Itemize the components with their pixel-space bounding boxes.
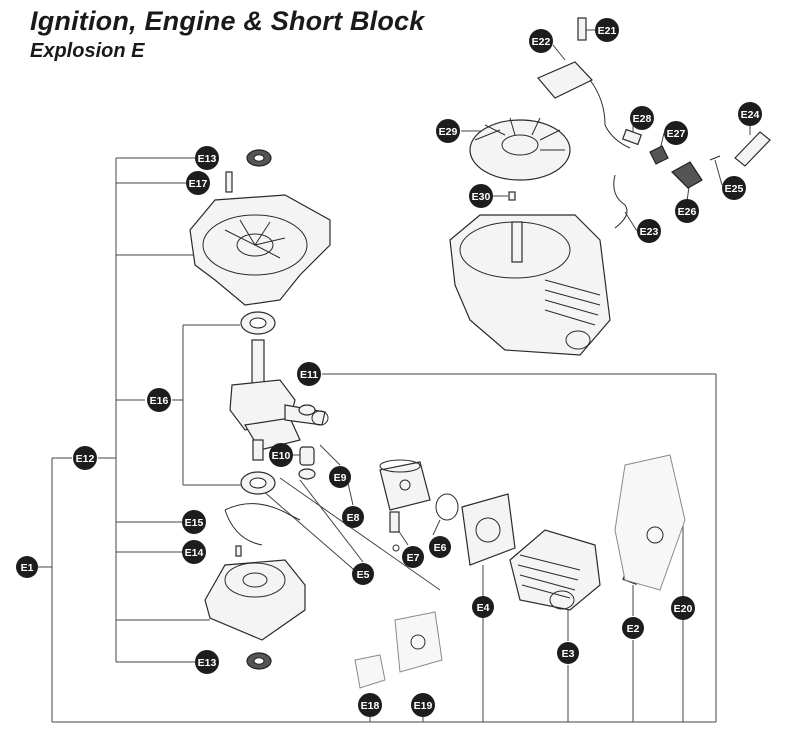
flywheel-key xyxy=(508,191,516,201)
callout-E19: E19 xyxy=(411,693,435,717)
thrust-washers xyxy=(298,404,316,480)
callout-E13-top: E13 xyxy=(195,146,219,170)
svg-text:E24: E24 xyxy=(741,109,760,121)
callout-E7: E7 xyxy=(402,546,424,568)
spark-plug-spring xyxy=(622,128,642,146)
callout-E21: E21 xyxy=(595,18,619,42)
svg-text:E22: E22 xyxy=(532,36,551,48)
callout-E20: E20 xyxy=(671,596,695,620)
heat-shield xyxy=(614,454,686,591)
svg-text:E2: E2 xyxy=(627,623,640,635)
spark-plug-terminal xyxy=(649,145,669,165)
needle-bearing xyxy=(299,446,315,466)
cylinder xyxy=(509,529,601,611)
callout-E17: E17 xyxy=(186,171,210,195)
callout-E23: E23 xyxy=(637,219,661,243)
callout-E25: E25 xyxy=(722,176,746,200)
spark-plug xyxy=(734,131,771,167)
svg-text:E3: E3 xyxy=(562,648,575,660)
callout-E28: E28 xyxy=(630,106,654,130)
callout-E29: E29 xyxy=(436,119,460,143)
crankshaft xyxy=(229,339,329,461)
svg-text:E13: E13 xyxy=(198,657,217,669)
callout-E8: E8 xyxy=(342,506,364,528)
svg-text:E20: E20 xyxy=(674,603,693,615)
callout-E15: E15 xyxy=(182,510,206,534)
svg-text:E16: E16 xyxy=(150,395,169,407)
callout-E16: E16 xyxy=(147,388,171,412)
callout-E26: E26 xyxy=(675,199,699,223)
callout-E27: E27 xyxy=(664,121,688,145)
crankcase-half-upper xyxy=(189,194,331,306)
svg-text:E1: E1 xyxy=(21,562,34,574)
svg-text:E6: E6 xyxy=(434,542,447,554)
callout-E22: E22 xyxy=(529,29,553,53)
callout-E4: E4 xyxy=(472,596,494,618)
callout-E2: E2 xyxy=(622,617,644,639)
piston-pin xyxy=(389,511,400,533)
callout-E18: E18 xyxy=(358,693,382,717)
svg-text:E5: E5 xyxy=(357,569,370,581)
flywheel xyxy=(469,117,571,181)
spark-plug-seal xyxy=(709,155,721,161)
svg-text:E4: E4 xyxy=(477,602,490,614)
svg-text:E11: E11 xyxy=(300,369,318,381)
callout-E10: E10 xyxy=(269,443,293,467)
svg-text:E18: E18 xyxy=(361,700,380,712)
locating-pin xyxy=(235,545,242,557)
svg-text:E15: E15 xyxy=(185,517,204,529)
svg-text:E12: E12 xyxy=(76,453,95,465)
diagram-title: Ignition, Engine & Short Block xyxy=(30,6,425,36)
retaining-clamp xyxy=(224,503,301,546)
bearing-lower xyxy=(240,471,276,495)
callout-E13-bottom: E13 xyxy=(195,650,219,674)
svg-text:E27: E27 xyxy=(667,128,686,140)
svg-text:E10: E10 xyxy=(272,450,291,462)
callout-E11: E11 xyxy=(297,362,321,386)
piston-pin-clip xyxy=(392,544,400,552)
svg-text:E14: E14 xyxy=(185,547,204,559)
bearing-upper xyxy=(240,311,276,335)
piston xyxy=(379,459,431,511)
ignition-coil xyxy=(537,61,631,149)
intake-gasket-large xyxy=(394,611,443,673)
intake-gasket-small xyxy=(354,654,386,689)
svg-text:E17: E17 xyxy=(189,178,208,190)
svg-text:E30: E30 xyxy=(472,191,491,203)
callout-E1: E1 xyxy=(16,556,38,578)
dowel-pin xyxy=(225,171,233,193)
oil-seal-top xyxy=(246,149,272,167)
callout-E24: E24 xyxy=(738,102,762,126)
cylinder-gasket xyxy=(461,493,516,566)
ground-wire xyxy=(613,174,628,229)
callout-E12: E12 xyxy=(73,446,97,470)
callout-E14: E14 xyxy=(182,540,206,564)
piston-ring xyxy=(435,493,459,521)
engine-assembly xyxy=(449,214,611,356)
crankcase-half-lower xyxy=(204,559,306,641)
svg-text:E21: E21 xyxy=(598,25,617,37)
svg-text:E26: E26 xyxy=(678,206,697,218)
ignition-screw xyxy=(577,17,587,41)
svg-text:E13: E13 xyxy=(198,153,217,165)
leader-lines xyxy=(38,29,751,723)
callout-E6: E6 xyxy=(429,536,451,558)
svg-text:E19: E19 xyxy=(414,700,433,712)
svg-text:E25: E25 xyxy=(725,183,744,195)
spark-plug-boot xyxy=(671,161,703,189)
callout-E30: E30 xyxy=(469,184,493,208)
diagram-subtitle: Explosion E xyxy=(30,40,145,62)
svg-text:E9: E9 xyxy=(334,472,347,484)
svg-text:E8: E8 xyxy=(347,512,360,524)
callout-E5: E5 xyxy=(352,563,374,585)
svg-text:E28: E28 xyxy=(633,113,652,125)
svg-text:E7: E7 xyxy=(407,552,420,564)
callout-E9: E9 xyxy=(329,466,351,488)
oil-seal-bottom xyxy=(246,652,272,670)
svg-text:E29: E29 xyxy=(439,126,458,138)
svg-text:E23: E23 xyxy=(640,226,659,238)
callout-E3: E3 xyxy=(557,642,579,664)
